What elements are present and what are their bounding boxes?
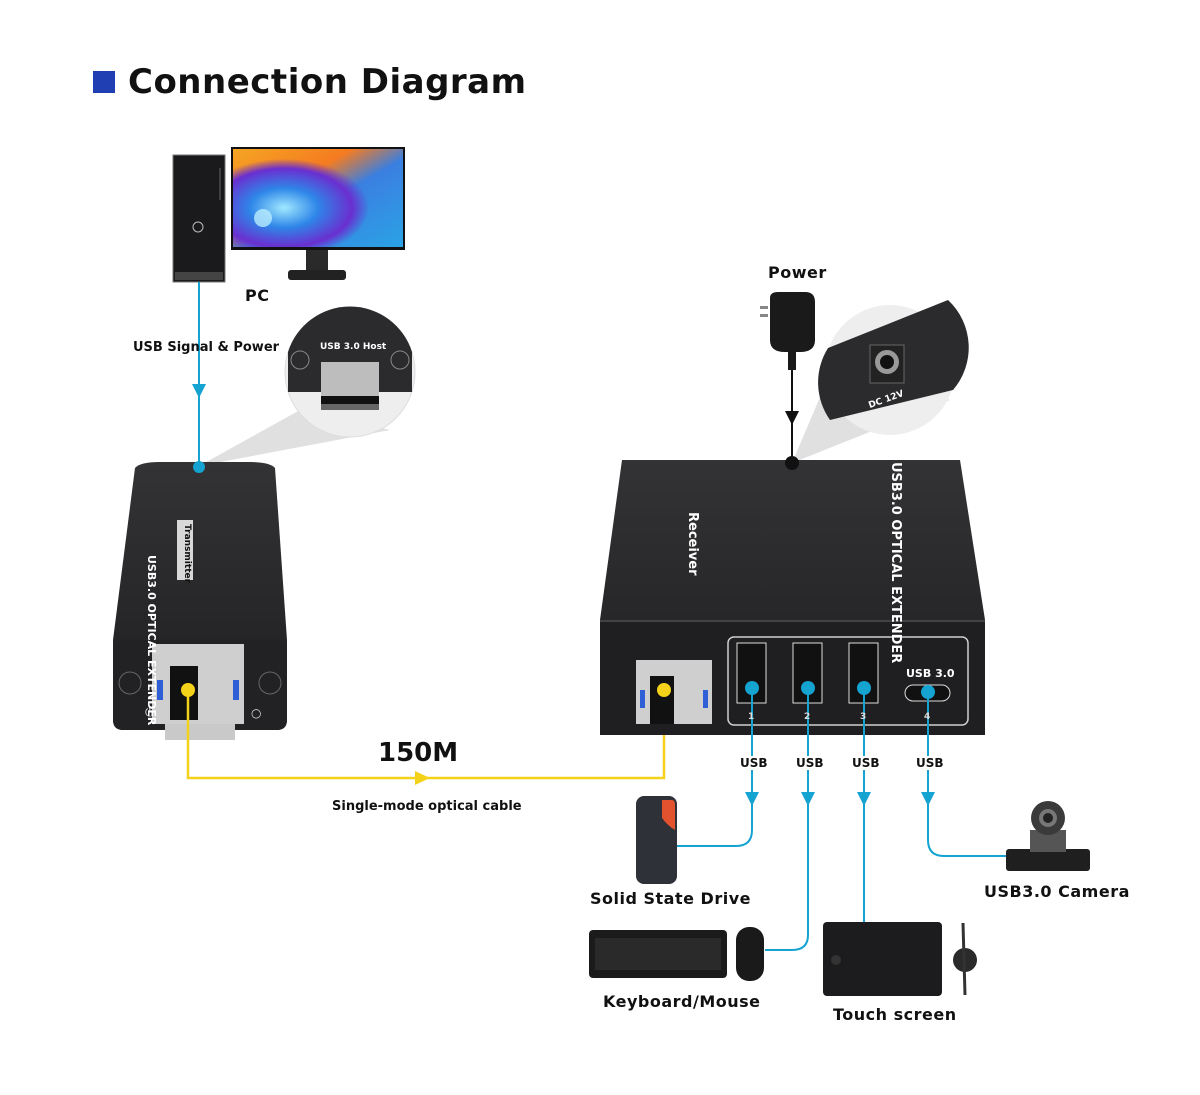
usb-line-port2 (765, 690, 809, 951)
port3-dot (857, 681, 871, 695)
usb-link-label-4: USB (914, 756, 946, 770)
touch-screen-label: Touch screen (833, 1005, 957, 1024)
port-number-2: 2 (804, 712, 811, 722)
port-number-1: 1 (748, 712, 755, 722)
usb-line-port1 (676, 690, 753, 847)
cable-type-label: Single-mode optical cable (332, 799, 522, 814)
title-text: Connection Diagram (128, 62, 527, 102)
pc-label: PC (245, 286, 270, 305)
power-label: Power (768, 263, 827, 282)
transmitter-role-label: Transmitter (182, 524, 192, 584)
usb-signal-power-label: USB Signal & Power (133, 340, 280, 355)
usb-arrow-icon (192, 384, 206, 398)
port1-arrow-icon (745, 792, 759, 806)
usb-link-label-3: USB (850, 756, 882, 770)
fiber-arrow-icon (415, 771, 430, 785)
transmitter-brand-label: USB3.0 OPTICAL EXTENDER (145, 555, 158, 726)
transmitter-device: ⏻ ○ (113, 462, 287, 740)
port1-dot (745, 681, 759, 695)
usb-host-callout (284, 306, 416, 438)
usb-line-port4 (927, 692, 1008, 857)
port4-dot (921, 685, 935, 699)
usb-connection-dot (193, 461, 205, 473)
camera-icon (1006, 801, 1090, 871)
usb-host-label: USB 3.0 Host (320, 342, 387, 352)
port2-arrow-icon (801, 792, 815, 806)
tablet-icon (823, 922, 977, 996)
distance-label: 150M (378, 738, 459, 768)
ssd-icon (636, 796, 677, 884)
ssd-label: Solid State Drive (590, 889, 751, 908)
usb-camera-label: USB3.0 Camera (984, 882, 1130, 901)
keyboard-mouse-label: Keyboard/Mouse (603, 992, 761, 1011)
receiver-device (600, 460, 985, 735)
port3-arrow-icon (857, 792, 871, 806)
usb-link-label-1: USB (738, 756, 770, 770)
svg-text:⏻: ⏻ (145, 705, 155, 719)
keyboard-icon (589, 930, 727, 978)
power-connection-dot (785, 456, 799, 470)
mouse-icon (736, 927, 764, 981)
port2-dot (801, 681, 815, 695)
pc-tower-icon (172, 154, 226, 283)
port-number-3: 3 (860, 712, 867, 722)
receiver-role-label: Receiver (685, 512, 700, 576)
svg-text:○: ○ (251, 706, 261, 720)
usb30-port-label: USB 3.0 (906, 667, 955, 680)
port-number-4: 4 (924, 712, 931, 722)
receiver-brand-label: USB3.0 OPTICAL EXTENDER (888, 462, 903, 664)
diagram-title: Connection Diagram (93, 62, 527, 102)
dc-jack-callout (818, 300, 969, 435)
power-arrow-icon (785, 411, 799, 425)
usb-link-label-2: USB (794, 756, 826, 770)
fiber-dot-tx (181, 683, 195, 697)
fiber-dot-rx (657, 683, 671, 697)
monitor-icon (231, 147, 405, 280)
title-square-icon (93, 71, 115, 93)
port4-arrow-icon (921, 792, 935, 806)
power-adapter-icon (760, 292, 815, 370)
